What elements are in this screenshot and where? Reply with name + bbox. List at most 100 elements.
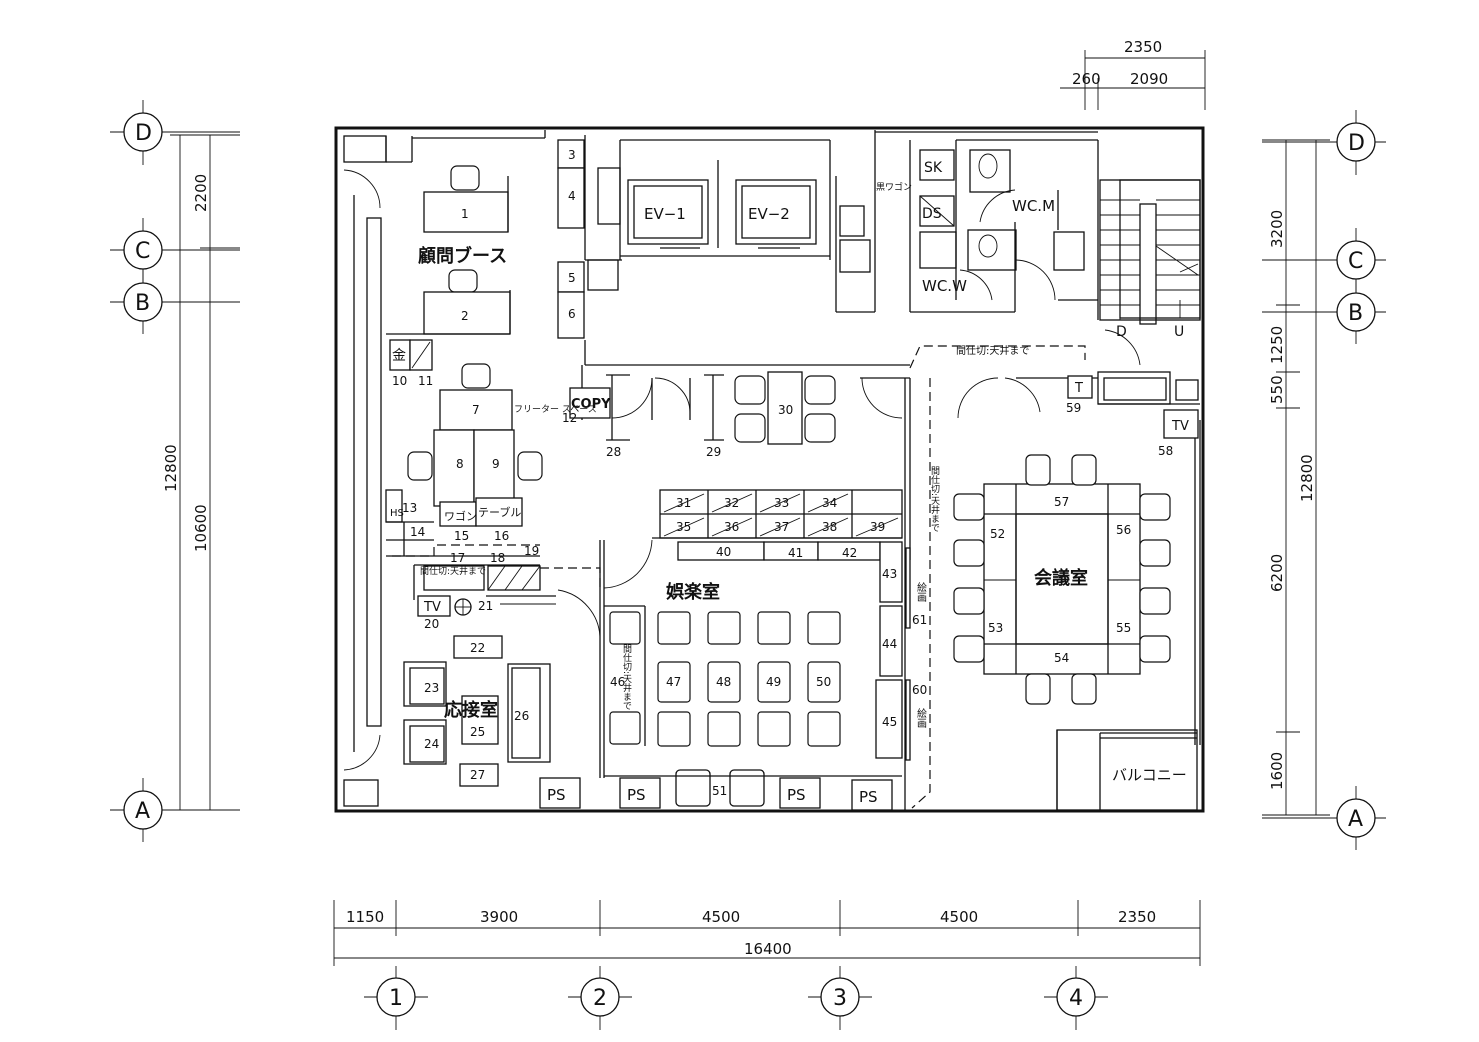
grid-bubble-left-c: C <box>135 239 150 264</box>
item-number: 55 <box>1116 621 1131 635</box>
room-label-meeting: 会議室 <box>1034 567 1088 589</box>
black-wagon-note: 黒ワゴン <box>876 181 912 193</box>
dim-top-2090: 2090 <box>1130 70 1168 88</box>
dim-left-2200: 2200 <box>192 174 210 212</box>
dim-top-2350: 2350 <box>1124 38 1162 56</box>
meeting-room-layout <box>909 345 1199 809</box>
partition-note-vertical: 間仕切:天井まで <box>929 466 940 532</box>
item-number: 17 <box>450 551 465 565</box>
item-number: 12 <box>562 411 577 425</box>
grid-bubbles <box>110 100 1386 1030</box>
wagon-label: ワゴン <box>444 509 477 523</box>
tv-58-label: TV <box>1171 419 1189 434</box>
ps-label-2: PS <box>627 786 646 804</box>
dim-bottom-16400: 16400 <box>744 940 792 958</box>
item-number: 35 <box>676 520 691 534</box>
item-number: 13 <box>402 501 417 515</box>
hs-label: HS <box>390 508 404 519</box>
dim-right-3200: 3200 <box>1268 210 1286 248</box>
item-number: 24 <box>424 737 439 751</box>
dim-left-12800: 12800 <box>162 444 180 492</box>
dim-bottom-4500-b: 4500 <box>940 908 978 926</box>
office-cluster <box>385 363 601 641</box>
t-59-label: T <box>1074 381 1083 396</box>
item-number: 21 <box>478 599 493 613</box>
item-number: 8 <box>456 457 464 471</box>
room-label-advisor-booth: 顧問ブース <box>418 245 507 267</box>
item-numbers: 1 2 3 4 5 6 7 8 9 10 11 12 13 14 15 16 1… <box>392 148 1173 798</box>
item-number: 40 <box>716 545 731 559</box>
item-number: 4 <box>568 189 576 203</box>
kin-label: 金 <box>392 348 406 364</box>
room-label-mens-wc: WC.M <box>1012 197 1055 215</box>
item-number: 23 <box>424 681 439 695</box>
room-label-balcony: バルコニー <box>1112 766 1187 784</box>
item-number: 1 <box>461 207 469 221</box>
grid-bubble-left-d: D <box>135 121 152 146</box>
item-number: 34 <box>822 496 837 510</box>
item-number: 37 <box>774 520 789 534</box>
item-number: 42 <box>842 546 857 560</box>
item-number: 11 <box>418 374 433 388</box>
item-number: 5 <box>568 271 576 285</box>
item-number: 41 <box>788 546 803 560</box>
item-number: 31 <box>676 496 691 510</box>
partition-note-left: 間仕切:天井まで <box>420 565 486 577</box>
grid-bubble-bottom-2: 2 <box>593 986 607 1011</box>
room-label-elevator-1: EV−1 <box>644 205 686 223</box>
grid-bubble-right-d: D <box>1348 131 1365 156</box>
ps-label-3: PS <box>787 786 806 804</box>
partition-note-recreation: 間仕切:天井まで <box>621 644 632 710</box>
dim-top-260: 260 <box>1072 70 1101 88</box>
room-label-elevator-2: EV−2 <box>748 205 790 223</box>
dim-bottom-3900: 3900 <box>480 908 518 926</box>
grid-bubble-bottom-3: 3 <box>833 986 847 1011</box>
item-number: 16 <box>494 529 509 543</box>
item-number: 20 <box>424 617 439 631</box>
item-number: 25 <box>470 725 485 739</box>
dim-right-550: 550 <box>1268 375 1286 404</box>
painting-61-label: 絵画 <box>915 581 927 603</box>
item-number: 30 <box>778 403 793 417</box>
dim-bottom-4500-a: 4500 <box>702 908 740 926</box>
item-number: 2 <box>461 309 469 323</box>
item-number: 36 <box>724 520 739 534</box>
dim-bottom-2350: 2350 <box>1118 908 1156 926</box>
grid-bubble-bottom-1: 1 <box>389 986 403 1011</box>
painting-60-label: 絵画 <box>915 707 927 729</box>
item-number: 27 <box>470 768 485 782</box>
ds-label: DS <box>922 206 942 222</box>
dimension-lines <box>170 50 1330 966</box>
item-number: 56 <box>1116 523 1131 537</box>
item-number: 48 <box>716 675 731 689</box>
item-number: 51 <box>712 784 727 798</box>
ps-label-4: PS <box>859 788 878 806</box>
dim-bottom-1150: 1150 <box>346 908 384 926</box>
dim-right-1250: 1250 <box>1268 326 1286 364</box>
grid-bubble-right-a: A <box>1348 807 1363 832</box>
item-number: 19 <box>524 544 539 558</box>
item-number: 46 <box>610 675 625 689</box>
ps-label-1: PS <box>547 786 566 804</box>
advisor-booth <box>386 130 546 371</box>
item-number: 49 <box>766 675 781 689</box>
item-number: 29 <box>706 445 721 459</box>
room-label-reception: 応接室 <box>444 699 498 721</box>
item-number: 14 <box>410 525 425 539</box>
item-number: 6 <box>568 307 576 321</box>
stair-down-label: D <box>1116 324 1127 340</box>
item-number: 57 <box>1054 495 1069 509</box>
grid-bubble-left-a: A <box>135 799 150 824</box>
item-number: 59 <box>1066 401 1081 415</box>
item-number: 9 <box>492 457 500 471</box>
table-label: テーブル <box>478 505 521 519</box>
dim-right-12800: 12800 <box>1298 454 1316 502</box>
elevator-core <box>557 130 1098 366</box>
item-number: 43 <box>882 567 897 581</box>
grid-bubble-right-c: C <box>1348 249 1363 274</box>
item-number: 60 <box>912 683 927 697</box>
grid-bubble-right-b: B <box>1348 301 1363 326</box>
tv-20-label: TV <box>423 600 441 615</box>
item-number: 26 <box>514 709 529 723</box>
item-number: 61 <box>912 613 927 627</box>
